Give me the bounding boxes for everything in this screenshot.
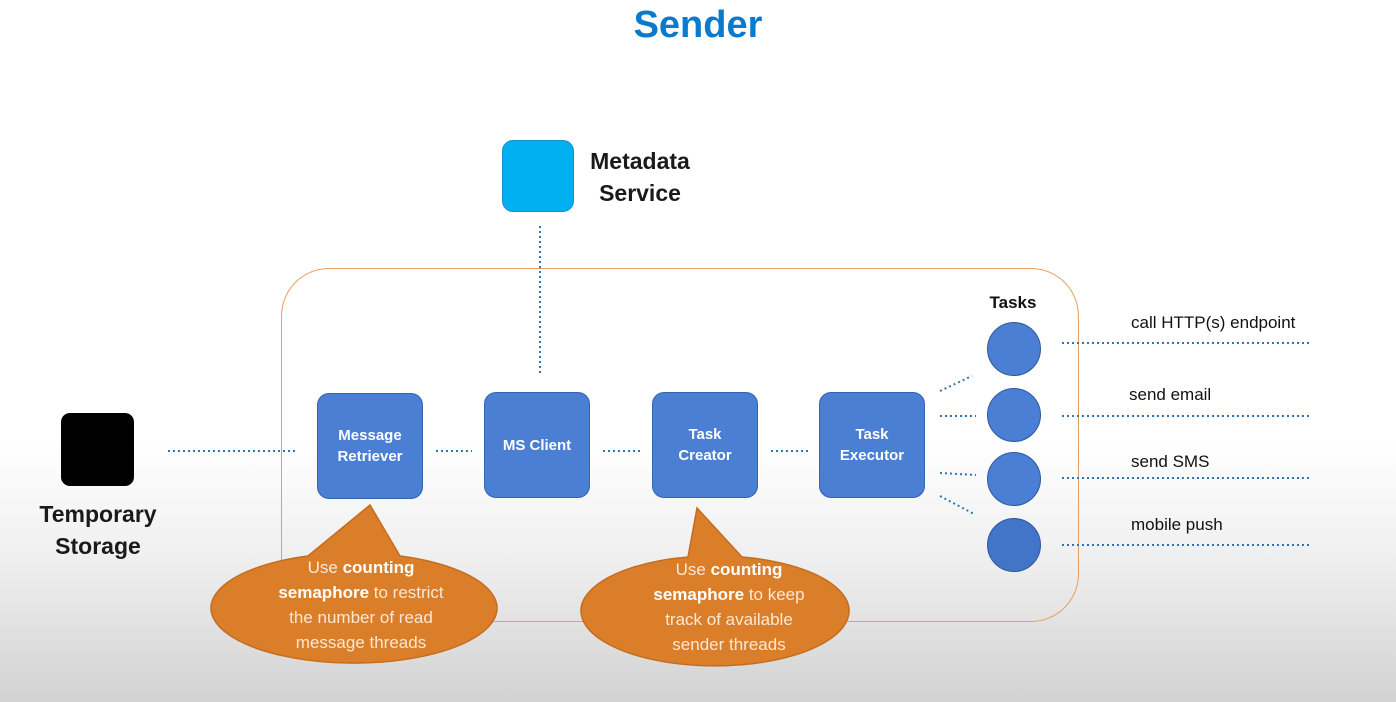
temporary-storage-label: Temporary Storage (20, 498, 176, 562)
metadata-service-box (502, 140, 574, 212)
action-label: send SMS (1131, 452, 1210, 471)
callout-text-part: to keep (744, 585, 805, 604)
callout-bold-text: counting (710, 560, 783, 579)
page-title: Sender (633, 4, 763, 46)
tasks-label: Tasks (989, 293, 1037, 312)
task-creator-label-line2: Creator (678, 447, 732, 464)
task-executor-label-line1: Task (855, 426, 889, 443)
message-retriever-label-line1: Message (338, 427, 402, 444)
temporary-storage-label-line1: Temporary (39, 501, 157, 527)
callout-text-right: Use counting semaphore to keep track of … (606, 557, 852, 657)
callout-text-part: track of available (665, 610, 793, 629)
task-creator-label-line1: Task (688, 426, 722, 443)
callout-text-part: Use (675, 560, 711, 579)
task-executor-box: Task Executor (819, 392, 925, 498)
callout-text-left: Use counting semaphore to restrict the n… (236, 555, 486, 655)
callout-bold-text: semaphore (653, 585, 745, 604)
metadata-service-label: Metadata Service (582, 145, 698, 209)
executor-to-task1-connector (939, 375, 973, 392)
executor-to-task4-connector (939, 495, 975, 515)
callout-text-part: to restrict (369, 583, 444, 602)
ms-client-label: MS Client (502, 436, 572, 454)
executor-to-task3-connector (939, 472, 977, 476)
callout-bold-text: semaphore (278, 583, 370, 602)
temporary-storage-box (61, 413, 134, 486)
action-label: mobile push (1131, 515, 1223, 534)
callout-bubble-left (210, 503, 498, 664)
action-label: call HTTP(s) endpoint (1131, 313, 1296, 332)
callout-bubble-right (580, 506, 850, 667)
metadata-service-label-line2: Service (599, 180, 681, 206)
callout-text-part: sender threads (672, 635, 786, 654)
callout-text-part: the number of read (289, 608, 433, 627)
callout-bold-text: counting (342, 558, 415, 577)
task-executor-label-line2: Executor (839, 447, 905, 464)
callout-text-part: message threads (295, 633, 427, 652)
message-retriever-box: Message Retriever (317, 393, 423, 499)
task-creator-box: Task Creator (652, 392, 758, 498)
action-label: send email (1129, 385, 1212, 404)
task-circle (987, 452, 1041, 506)
temporary-storage-label-line2: Storage (55, 533, 141, 559)
callout-text-part: Use (307, 558, 343, 577)
message-retriever-label-line2: Retriever (337, 448, 403, 465)
task-circle (987, 322, 1041, 376)
task-circle (987, 388, 1041, 442)
metadata-service-label-line1: Metadata (590, 148, 690, 174)
task-circle (987, 518, 1041, 572)
ms-client-box: MS Client (484, 392, 590, 498)
